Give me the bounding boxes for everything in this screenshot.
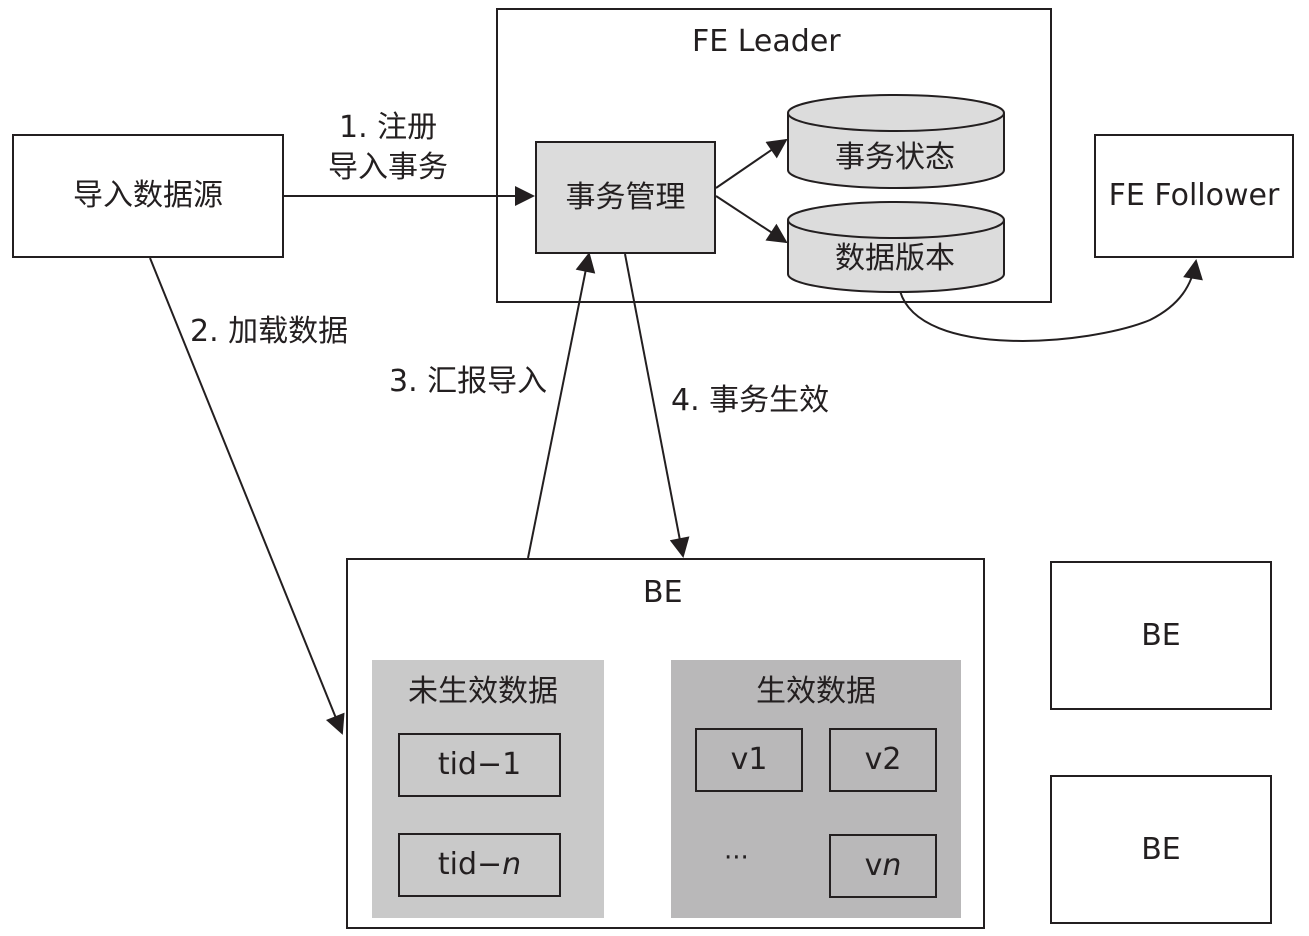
tidn-suffix: n [502, 847, 522, 882]
arrow-sync-follower [899, 259, 1203, 342]
source-label: 导入数据源 [73, 178, 223, 213]
vn-suffix: n [882, 848, 902, 883]
v2-box: v2 [829, 728, 937, 792]
arrow-publish [624, 253, 690, 558]
v1-box: v1 [695, 728, 803, 792]
step2-label: 2. 加载数据 [190, 314, 349, 349]
txn-state-cylinder [787, 94, 1005, 189]
be-2-label: BE [1141, 617, 1181, 653]
be-main-label: BE [643, 575, 683, 610]
vn-label: vn [865, 851, 902, 881]
tid1-box: tid−1 [398, 733, 561, 797]
be-node-3: BE [1050, 775, 1272, 924]
tidn-label: tid−n [438, 850, 521, 880]
vn-prefix: v [864, 848, 883, 883]
step1-label-line2: 导入事务 [328, 150, 448, 185]
step3-label: 3. 汇报导入 [389, 364, 548, 399]
data-version-cylinder [787, 201, 1005, 293]
arrow-to-state [715, 138, 788, 189]
step1-label-line1: 1. 注册 [339, 110, 438, 145]
tidn-prefix: tid− [437, 847, 503, 882]
data-version-label: 数据版本 [835, 241, 955, 276]
fe-leader-label: FE Leader [692, 24, 841, 59]
be-3-label: BE [1141, 831, 1181, 867]
txn-mgmt-node: 事务管理 [535, 141, 716, 254]
ellipsis-label: ··· [724, 843, 749, 873]
vn-box: vn [829, 834, 937, 898]
step4-label: 4. 事务生效 [671, 383, 830, 418]
tid1-label: tid−1 [437, 747, 522, 782]
arrow-report [527, 252, 596, 559]
committed-label: 生效数据 [756, 674, 876, 709]
fe-leader-node [496, 8, 1052, 303]
uncommitted-label: 未生效数据 [408, 674, 558, 709]
tidn-box: tid−n [398, 833, 561, 897]
txn-state-label: 事务状态 [835, 140, 955, 175]
fe-follower-label: FE Follower [1108, 178, 1280, 213]
arrow-to-version [715, 195, 788, 244]
v1-label: v1 [730, 742, 768, 777]
be-node-2: BE [1050, 561, 1272, 710]
v2-label: v2 [864, 742, 902, 777]
arrow-load-data [149, 257, 345, 735]
fe-follower-node: FE Follower [1094, 134, 1294, 258]
source-node: 导入数据源 [12, 134, 284, 258]
txn-mgmt-label: 事务管理 [565, 179, 686, 215]
